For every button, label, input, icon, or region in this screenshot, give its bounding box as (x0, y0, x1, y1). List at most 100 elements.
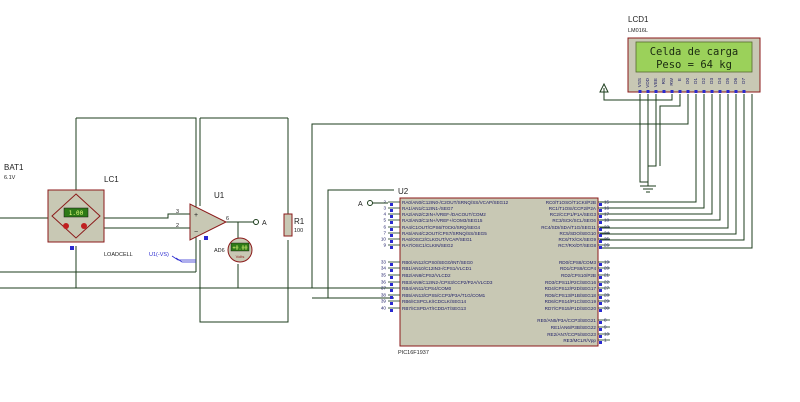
mcu-pin-label: RD1/CPS9/CCP4 (560, 266, 596, 271)
mcu-pin-number: 34 (381, 266, 387, 271)
pin-marker (204, 236, 208, 240)
pin-marker (390, 309, 393, 312)
pin-marker (599, 234, 602, 237)
ground-icon (640, 182, 656, 193)
mcu-pin-number: 2 (383, 200, 386, 205)
opamp-part: AD6 (214, 248, 225, 254)
wire (600, 94, 713, 215)
terminal-label: A (262, 220, 267, 227)
terminal-a-left[interactable]: A (358, 200, 388, 209)
mcu-pin-label: RA2/AN2/C2IN+/VREF-/DACOUT/COM2 (402, 212, 486, 217)
mcu-pin-label: RD3/CPS11/P2C/SEG16 (545, 280, 596, 285)
lcd-pin-label: E (677, 78, 682, 81)
terminal-a-right[interactable]: A (253, 219, 268, 228)
opamp-pin3: 3 (176, 209, 179, 215)
mcu-pin-number: 19 (604, 260, 610, 265)
loadcell-display-value: 1.00 (69, 210, 84, 217)
mcu-pin-number: 17 (604, 212, 610, 217)
pin-marker (599, 289, 602, 292)
pin-marker (742, 90, 746, 93)
mcu-pin-number: 38 (381, 293, 387, 298)
pin-marker (599, 283, 602, 286)
mcu-pin-number: 4 (383, 212, 386, 217)
pin-marker (662, 90, 666, 93)
mcu-pin-label: RD2/CPS10/P2B (561, 273, 596, 278)
resistor-ref: R1 (294, 217, 305, 226)
mcu-pin-label: RB5/AN13/CPS5/CCP3/P3A/T1G/COM1 (402, 293, 486, 298)
pin-marker (390, 283, 393, 286)
voltmeter[interactable]: +0.00 Volts (227, 237, 253, 263)
pin-marker (390, 203, 393, 206)
mcu-pin-label: RD0/CPS8/COM3 (559, 260, 596, 265)
mcu-pin-number: 24 (604, 231, 610, 236)
mcu-pin-label: RB3/AN9/C12IN2-/CPS3/CCP2/P2A/VLCD3 (402, 280, 493, 285)
increment-button[interactable] (81, 223, 87, 229)
opamp-pin6: 6 (226, 216, 229, 222)
wire (600, 94, 705, 209)
battery-value: 6.1V (4, 175, 16, 181)
lcd-module[interactable]: LCD1 LM016L Celda de carga Peso = 64 kg … (627, 15, 761, 93)
lcd-pin-label: D7 (741, 78, 746, 84)
lcd-pin-label: D0 (685, 78, 690, 84)
mcu-pin-number: 40 (381, 306, 387, 311)
mcu-pin-number: 6 (383, 225, 386, 230)
mcu-pin-number: 25 (604, 237, 610, 242)
pin-marker (390, 234, 393, 237)
pin-marker (599, 263, 602, 266)
mcu-pin-label: RD5/CPS13/P1B/SEG18 (545, 293, 597, 298)
pin-marker (599, 209, 602, 212)
mcu-part: PIC16F1937 (398, 350, 429, 356)
mcu-pin-label: RB4/AN11/CPS4/COM0 (402, 286, 452, 291)
pin-marker (702, 90, 706, 93)
pin-marker (646, 90, 650, 93)
wire (603, 88, 673, 101)
mcu-pin-label: RD4/CPS12/P2D/SEG17 (545, 286, 597, 291)
mcu-pin-label: RC7/RX/DT/SEG8 (558, 243, 596, 248)
mcu-pin-label: RA7/OSC1/CLKIN/SEG2 (402, 243, 454, 248)
pin-marker (599, 246, 602, 249)
pin-marker (599, 215, 602, 218)
opamp-triangle (189, 203, 228, 241)
mcu-pin-number: 29 (604, 299, 610, 304)
pin-marker (599, 296, 602, 299)
mcu-pin-label: RC0/T1OSO/T1CKI/P2B (546, 200, 596, 205)
wire (600, 94, 729, 229)
lcd-pin-label: D4 (717, 78, 722, 84)
mcu-pin-label: RE1/AN6/P3B/SEG22 (551, 325, 597, 330)
minus-sign: − (194, 229, 198, 236)
mcu-pin-number: 8 (604, 318, 607, 323)
voltmeter-display (230, 242, 250, 252)
mcu-pin-number: 33 (381, 260, 387, 265)
mcu-pin-label: RB0/AN12/CPS0/SEG0/INT/SEG0 (402, 260, 473, 265)
pin-marker (390, 276, 393, 279)
bridge-icon (51, 193, 101, 239)
resistor[interactable]: R1 100 (283, 213, 305, 237)
mcu-pin-label: RC4/SDI/SDA/T1G/SEG11 (541, 225, 596, 230)
loadcell[interactable]: LC1 1.00 LOADCELL (47, 175, 133, 258)
terminal-icon (367, 200, 373, 206)
pin-marker (390, 263, 393, 266)
lcd-pin-label: VSS (637, 78, 642, 87)
mcu-pin-label: RA3/AN3/C1IN+/VREF+/COM3/SEG15 (402, 218, 483, 223)
pin-marker (390, 228, 393, 231)
pin-marker (734, 90, 738, 93)
mcu-pin-number: 35 (381, 273, 387, 278)
loadcell-display (63, 207, 89, 218)
wire (600, 94, 697, 203)
decrement-button[interactable] (63, 223, 69, 229)
pin-marker (390, 209, 393, 212)
lcd-part: LM016L (628, 28, 648, 34)
mcu-pin-label: RC1/T1OSI/CCP2/P2A (549, 206, 597, 211)
mcu-pin-number: 7 (383, 231, 386, 236)
lcd-pin-label: RS (661, 78, 666, 84)
opamp-pin2: 2 (176, 223, 179, 229)
mcu-pin-label: RE3/MCLR/Vpp (563, 338, 596, 343)
pin-marker (638, 90, 642, 93)
mcu-ref: U2 (398, 187, 409, 196)
opamp[interactable]: U1 + − 3 2 6 AD6 U1(-VS) (149, 191, 229, 263)
mcu-pin-number: 28 (604, 293, 610, 298)
